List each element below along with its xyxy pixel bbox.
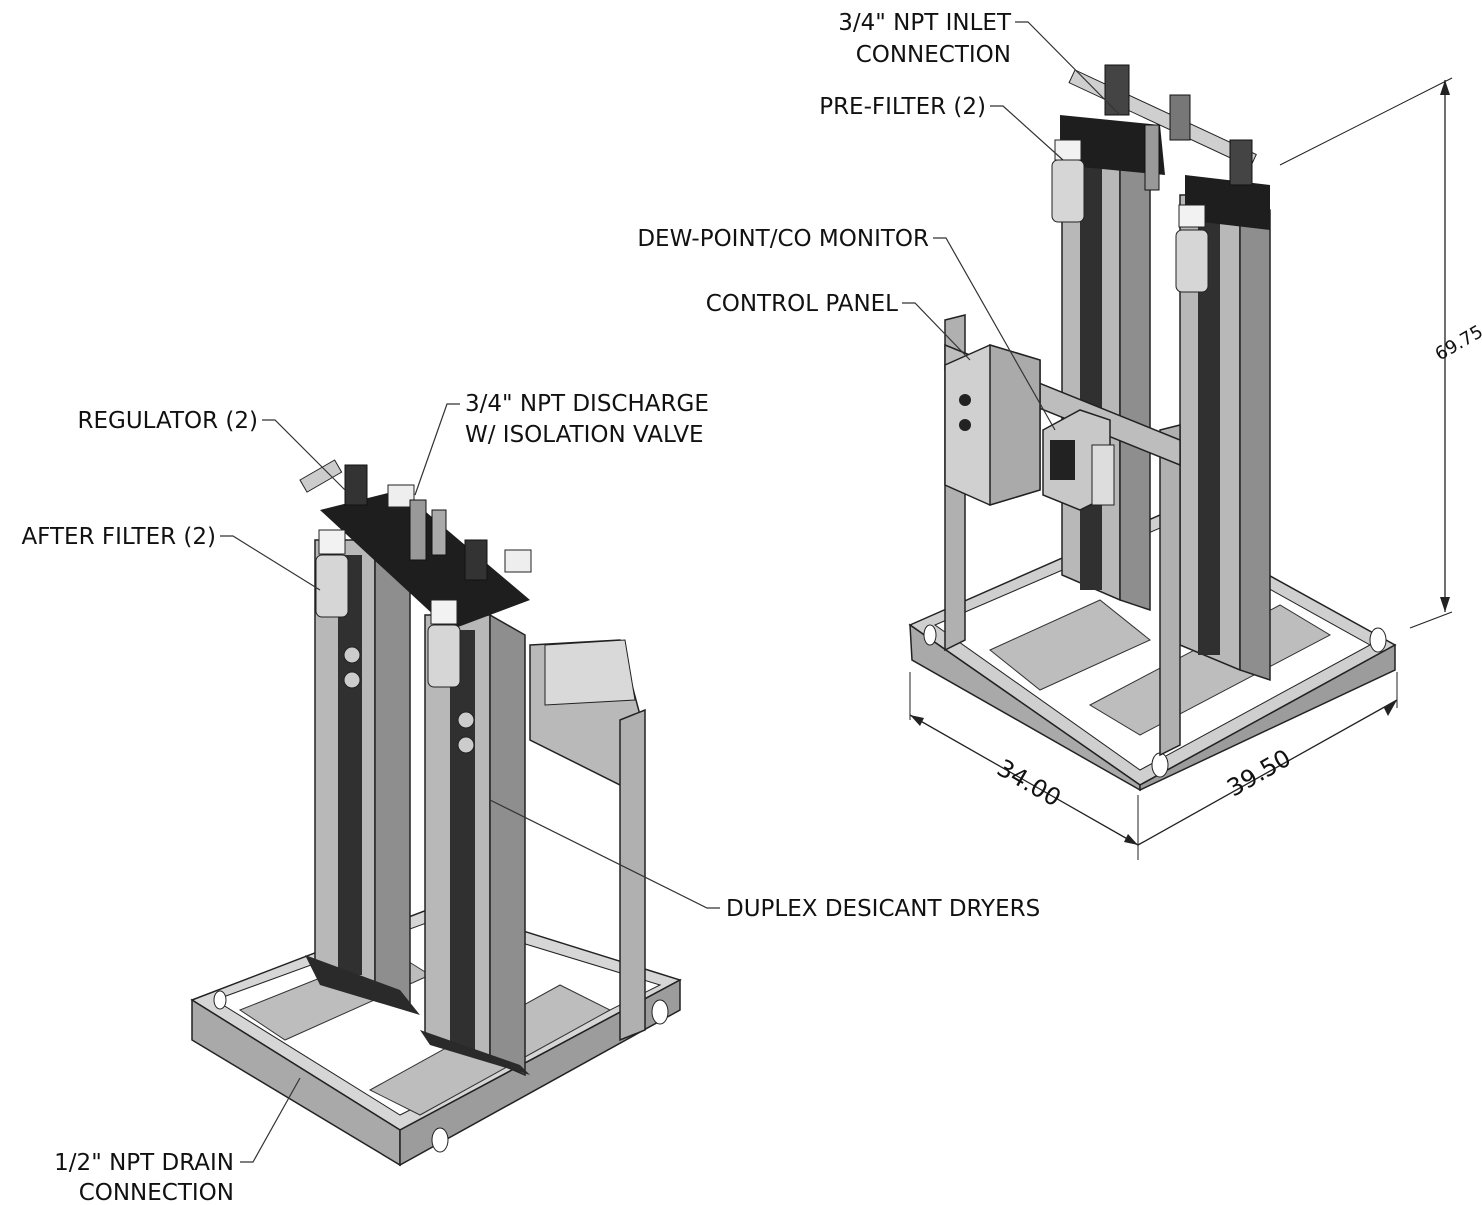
right-control-panel [944, 343, 1041, 507]
width-dimension: 39.50 [1222, 744, 1296, 803]
discharge-label-line1: 3/4" NPT DISCHARGE [465, 391, 709, 417]
leader-lines [220, 21, 1121, 1163]
prefilter-label: PRE-FILTER (2) [819, 94, 986, 120]
drain-label-line2: CONNECTION [79, 1180, 234, 1205]
control-panel-label: CONTROL PANEL [706, 291, 898, 317]
drain-label-line1: 1/2" NPT DRAIN [54, 1150, 234, 1176]
right-base-frame [908, 514, 1397, 792]
left-dryer-columns [305, 538, 530, 1077]
height-dimension: 69.75 [1432, 321, 1482, 365]
inlet-label-line2: CONNECTION [856, 42, 1011, 68]
left-rear-frame [529, 639, 646, 1042]
right-unit-view [908, 64, 1453, 860]
depth-dimension: 34.00 [992, 754, 1066, 813]
left-top-manifold [299, 459, 532, 630]
callout-labels: 3/4" NPT INLET CONNECTION PRE-FILTER (2)… [21, 10, 1040, 1205]
left-unit-view [190, 459, 682, 1167]
dryers-label: DUPLEX DESICANT DRYERS [726, 896, 1040, 922]
after-filter-label: AFTER FILTER (2) [21, 524, 216, 550]
discharge-label-line2: W/ ISOLATION VALVE [465, 422, 704, 448]
right-top-piping [1068, 64, 1257, 191]
left-after-filters [315, 529, 461, 688]
inlet-label-line1: 3/4" NPT INLET [838, 10, 1012, 36]
monitor-label: DEW-POINT/CO MONITOR [637, 226, 929, 252]
right-monitor [1042, 409, 1115, 511]
right-prefilters [1051, 139, 1209, 293]
right-dimension-lines [909, 77, 1453, 860]
regulator-label: REGULATOR (2) [78, 408, 259, 434]
